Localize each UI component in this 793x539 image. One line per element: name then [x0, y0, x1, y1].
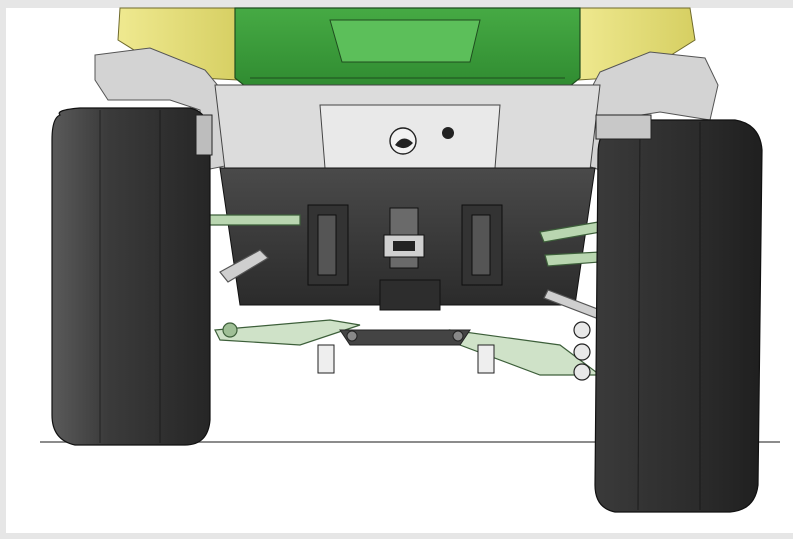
tire-left	[51, 107, 211, 446]
hub-left	[195, 114, 213, 156]
frame-top-border	[0, 0, 793, 8]
hydraulic-links	[204, 214, 613, 381]
lower-linkage	[317, 329, 495, 374]
rear-housing-lower	[219, 167, 596, 311]
rear-housing-upper	[214, 84, 601, 171]
cab-green-body	[234, 7, 581, 91]
frame-bottom-border	[0, 533, 793, 539]
frame-left-border	[0, 0, 6, 539]
hub-right	[595, 114, 652, 140]
tire-right	[594, 119, 763, 513]
